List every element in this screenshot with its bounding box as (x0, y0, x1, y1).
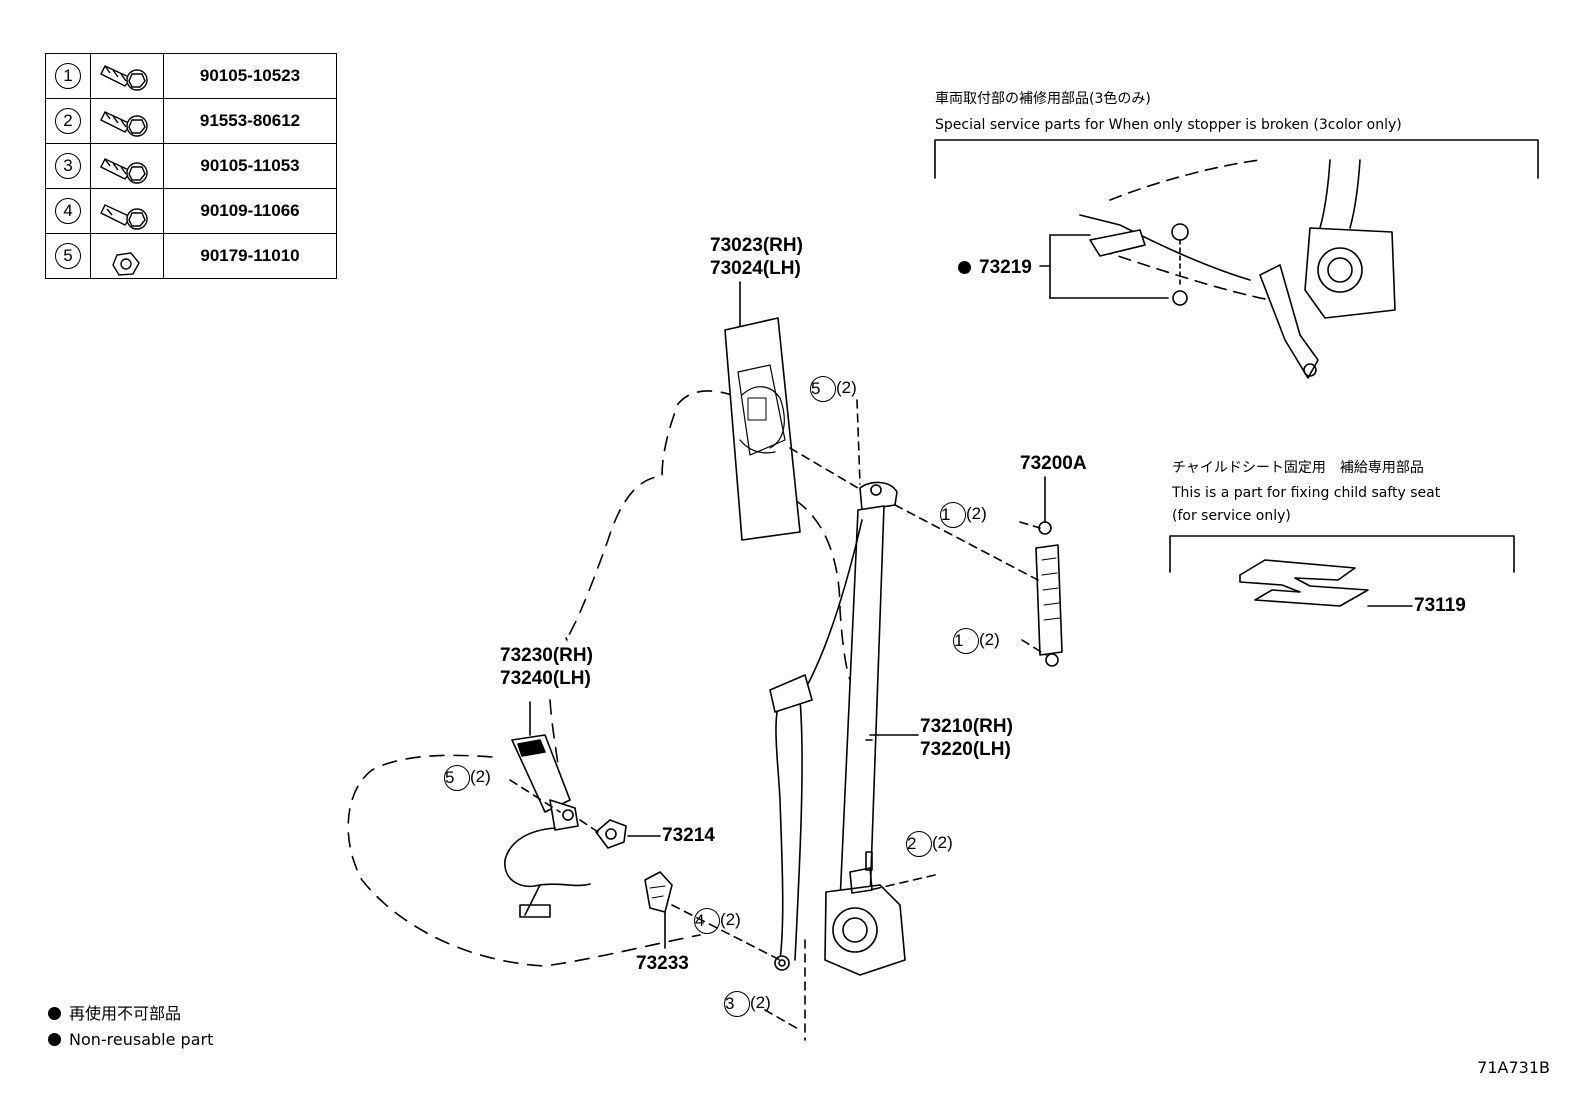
fastener-number: 3 (55, 153, 81, 179)
child-seat-inset (1169, 535, 1515, 607)
fastener-part-number: 90179-11010 (163, 233, 337, 279)
stopper-note-jp: 車両取付部の補修用部品(3色のみ) (935, 91, 1151, 107)
fastener-number: 4 (55, 198, 81, 224)
callout-qty: (2) (932, 833, 953, 852)
callout-qty: (2) (720, 910, 741, 929)
part-label-73220: 73220(LH) (920, 739, 1011, 760)
stopper-note-en: Special service parts for When only stop… (935, 117, 1402, 133)
pillar-trim-cover (724, 317, 801, 541)
callout-number: 5 (444, 764, 470, 791)
cover-73233 (644, 871, 673, 949)
part-label-73023: 73023(RH) (710, 235, 803, 256)
callout-fastener-3: 3(2) (724, 990, 771, 1017)
legend-jp-text: 再使用不可部品 (69, 1004, 182, 1023)
part-label-73219: 73219 (958, 257, 1032, 279)
legend-en-text: Non-reusable part (69, 1030, 214, 1049)
fastener-number: 1 (55, 63, 81, 89)
fastener-icon-cell (90, 53, 164, 99)
part-number-73219: 73219 (979, 257, 1032, 278)
callout-qty: (2) (836, 378, 857, 397)
part-label-73119: 73119 (1414, 595, 1466, 616)
part-label-73230: 73230(RH) (500, 645, 593, 666)
part-label-73233: 73233 (636, 953, 689, 974)
callout-number: 1 (940, 501, 966, 528)
non-reusable-dot-icon (48, 1007, 61, 1020)
part-label-73210: 73210(RH) (920, 716, 1013, 737)
stopper-inset (934, 139, 1539, 379)
child-seat-note-en-2: (for service only) (1172, 508, 1291, 524)
legend-en: Non-reusable part (48, 1030, 213, 1050)
callout-number: 2 (906, 830, 932, 857)
non-reusable-dot-icon (48, 1033, 61, 1046)
fastener-number: 5 (55, 243, 81, 269)
bushing-73214 (595, 819, 661, 849)
label-leaders (565, 281, 919, 741)
fastener-icon-cell (90, 188, 164, 234)
callout-number: 3 (724, 990, 750, 1017)
table-row: 3 90105-11053 (45, 143, 337, 189)
table-row: 2 91553-80612 (45, 98, 337, 144)
callout-fastener-5: 5(2) (810, 375, 857, 402)
callout-fastener-2: 2(2) (906, 830, 953, 857)
part-label-73024: 73024(LH) (710, 258, 801, 279)
fastener-number: 2 (55, 108, 81, 134)
callout-qty: (2) (979, 630, 1000, 649)
height-adjuster (1035, 476, 1063, 667)
callout-fastener-1: 1(2) (940, 501, 987, 528)
callout-qty: (2) (966, 504, 987, 523)
part-label-73214: 73214 (662, 825, 715, 846)
fastener-part-number: 90105-11053 (163, 143, 337, 189)
table-row: 1 90105-10523 (45, 53, 337, 99)
callout-number: 5 (810, 375, 836, 402)
callout-number: 1 (953, 627, 979, 654)
legend-jp: 再使用不可部品 (48, 1004, 181, 1024)
part-label-73240: 73240(LH) (500, 668, 591, 689)
callout-fastener-5: 5(2) (444, 764, 491, 791)
callout-fastener-4: 4(2) (694, 907, 741, 934)
child-seat-note-jp: チャイルドシート固定用 補給専用部品 (1172, 460, 1424, 476)
fastener-leaders (509, 399, 1047, 1041)
fastener-part-number: 90109-11066 (163, 188, 337, 234)
callout-number: 4 (694, 907, 720, 934)
fastener-table: 1 90105-10523 2 91553-80612 3 90105-1105… (45, 53, 337, 279)
seat-belt-assembly (769, 481, 906, 976)
seat-belt-buckle (504, 701, 591, 918)
fastener-icon-cell (90, 233, 164, 279)
callout-qty: (2) (470, 767, 491, 786)
fastener-part-number: 90105-10523 (163, 53, 337, 99)
table-row: 4 90109-11066 (45, 188, 337, 234)
fastener-part-number: 91553-80612 (163, 98, 337, 144)
table-row: 5 90179-11010 (45, 233, 337, 279)
child-seat-note-en: This is a part for fixing child safty se… (1172, 485, 1441, 501)
part-label-73200A: 73200A (1020, 453, 1087, 474)
callout-fastener-1: 1(2) (953, 627, 1000, 654)
fastener-icon-cell (90, 143, 164, 189)
fastener-icon-cell (90, 98, 164, 144)
non-reusable-dot-icon (958, 261, 971, 274)
diagram-code: 71A731B (1477, 1058, 1550, 1077)
callout-qty: (2) (750, 993, 771, 1012)
